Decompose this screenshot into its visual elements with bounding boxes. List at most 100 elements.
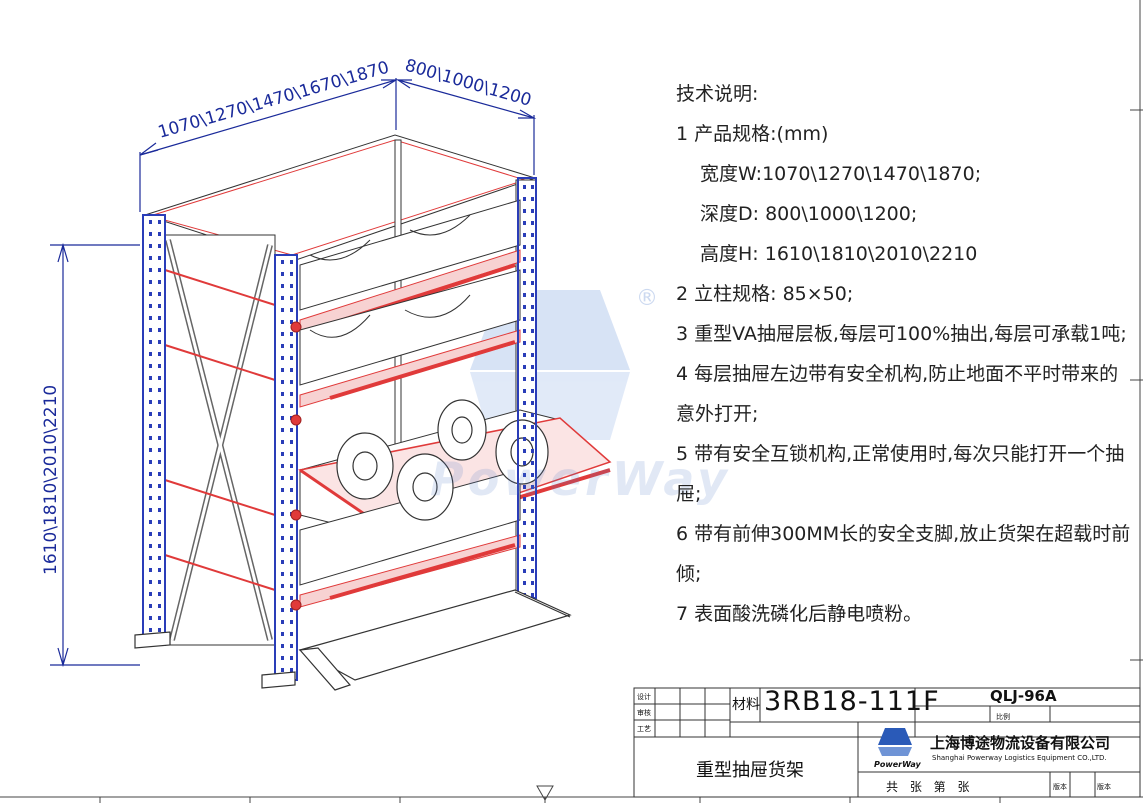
upright-hole (158, 304, 161, 308)
upright-hole (523, 365, 526, 369)
upright-hole (149, 328, 152, 332)
upright-hole (531, 533, 534, 537)
upright-hole (149, 376, 152, 380)
upright-hole (158, 388, 161, 392)
upright-hole (290, 404, 293, 408)
upright-hole (290, 536, 293, 540)
upright-hole (149, 484, 152, 488)
upright-hole (158, 628, 161, 632)
upright-hole (290, 656, 293, 660)
upright-hole (158, 520, 161, 524)
tech-note-2: 2 立柱规格: 85×50; (676, 283, 854, 305)
upright-hole (290, 560, 293, 564)
drawer-layer (299, 269, 521, 408)
upright-hole (523, 545, 526, 549)
upright-hole (281, 584, 284, 588)
company-logo (878, 728, 912, 756)
upright-hole (281, 644, 284, 648)
upright-hole (531, 269, 534, 273)
upright-hole (290, 500, 293, 504)
upright-hole (523, 389, 526, 393)
upright-hole (290, 608, 293, 612)
upright-hole (531, 221, 534, 225)
upright-hole (281, 380, 284, 384)
upright-hole (290, 344, 293, 348)
upright-hole (158, 556, 161, 560)
upright-hole (149, 460, 152, 464)
upright-hole (158, 376, 161, 380)
label-design: 设计 (637, 693, 651, 701)
upright-hole (281, 320, 284, 324)
upright-hole (290, 596, 293, 600)
upright-hole (281, 356, 284, 360)
upright-hole (523, 317, 526, 321)
material-label: 材料 (732, 697, 760, 713)
upright-hole (290, 392, 293, 396)
upright-hole (158, 256, 161, 260)
upright-hole (158, 232, 161, 236)
upright-hole (290, 620, 293, 624)
upright-hole (149, 268, 152, 272)
upright-hole (149, 316, 152, 320)
upright-hole (281, 272, 284, 276)
upright-hole (523, 245, 526, 249)
upright-hole (523, 533, 526, 537)
upright-hole (281, 620, 284, 624)
upright-hole (149, 256, 152, 260)
company-name-cn: 上海博途物流设备有限公司 (930, 734, 1111, 752)
upright-hole (531, 233, 534, 237)
upright-hole (281, 392, 284, 396)
upright-hole (149, 508, 152, 512)
upright-hole (158, 364, 161, 368)
upright-hole (523, 521, 526, 525)
upright-hole (149, 628, 152, 632)
tech-note-height: 高度H: 1610\1810\2010\2210 (700, 243, 978, 265)
upright-hole (158, 508, 161, 512)
upright-hole (158, 412, 161, 416)
label-review: 审核 (637, 709, 651, 717)
upright-hole (281, 500, 284, 504)
tech-notes-title: 技术说明: (676, 83, 759, 105)
upright-hole (290, 644, 293, 648)
upright-hole (290, 632, 293, 636)
upright-hole (531, 569, 534, 573)
upright-hole (531, 473, 534, 477)
upright-hole (158, 616, 161, 620)
upright-hole (281, 260, 284, 264)
upright-hole (290, 320, 293, 324)
upright-hole (281, 632, 284, 636)
upright-hole (158, 316, 161, 320)
height-dimension-label: 1610\1810\2010\2210 (41, 385, 61, 575)
upright-hole (531, 281, 534, 285)
upright-hole (158, 484, 161, 488)
upright-hole (281, 608, 284, 612)
upright-hole (158, 424, 161, 428)
upright-hole (158, 220, 161, 224)
upright-hole (149, 292, 152, 296)
upright-hole (523, 437, 526, 441)
upright-hole (149, 352, 152, 356)
upright-hole (149, 556, 152, 560)
upright-hole (281, 332, 284, 336)
registered-mark: ® (636, 286, 658, 311)
drawer-handles (290, 321, 302, 611)
upright-hole (290, 428, 293, 432)
upright-hole (149, 388, 152, 392)
watermark-text: PowerWay (430, 452, 731, 506)
upright-hole (523, 449, 526, 453)
upright-hole (531, 521, 534, 525)
upright-hole (158, 592, 161, 596)
upright-hole (281, 572, 284, 576)
upright-hole (158, 568, 161, 572)
upright-hole (149, 412, 152, 416)
upright-hole (523, 353, 526, 357)
upright-hole (281, 368, 284, 372)
tech-note-depth: 深度D: 800\1000\1200; (700, 203, 918, 225)
drawer-layer (299, 469, 521, 608)
depth-dimension-label: 800\1000\1200 (403, 56, 534, 111)
upright-hole (281, 512, 284, 516)
upright-hole (523, 221, 526, 225)
sheet-count: 共 张 第 张 (886, 780, 974, 794)
upright-hole (523, 185, 526, 189)
